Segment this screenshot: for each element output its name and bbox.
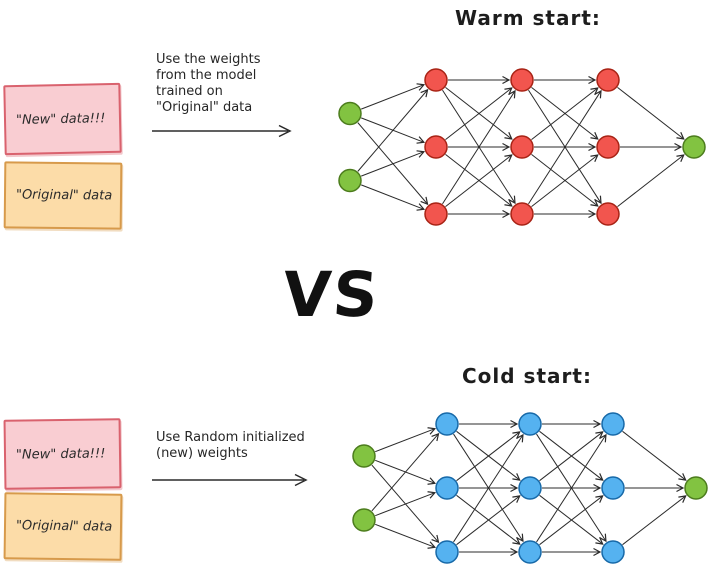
- network-edge: [453, 433, 524, 543]
- network-edge: [617, 154, 685, 208]
- network-node: [435, 476, 459, 500]
- network-edge: [456, 431, 521, 482]
- warm-note-new-data: "New" data!!!: [3, 82, 122, 156]
- network-edge: [361, 184, 426, 211]
- network-edge: [531, 154, 599, 208]
- vs-label: VS: [280, 258, 383, 331]
- network-node: [424, 135, 448, 159]
- network-edge: [445, 154, 513, 208]
- network-node: [352, 444, 376, 468]
- network-node: [435, 540, 459, 564]
- cold-start-title: Cold start:: [462, 364, 592, 388]
- network-node: [424, 68, 448, 92]
- network-node: [596, 68, 620, 92]
- network-node: [601, 412, 625, 436]
- cold-note-original-label: "Original" data: [15, 518, 113, 535]
- network-node: [518, 412, 542, 436]
- network-node: [601, 476, 625, 500]
- network-node: [596, 135, 620, 159]
- network-edge: [617, 86, 685, 140]
- cold-network-diagram: [352, 412, 708, 564]
- network-node: [424, 202, 448, 226]
- network-edge: [536, 433, 607, 543]
- network-node: [510, 68, 534, 92]
- network-node: [510, 135, 534, 159]
- network-edge: [539, 431, 604, 482]
- warm-note-original-label: "Original" data: [15, 187, 113, 204]
- warm-note-original-data: "Original" data: [3, 161, 123, 230]
- warm-arrow-label: Use the weights from the model trained o…: [156, 52, 261, 115]
- network-edge: [371, 432, 440, 512]
- network-node: [338, 168, 362, 193]
- network-edge: [622, 430, 687, 481]
- warm-flow-arrow-icon: [152, 124, 292, 138]
- network-node: [518, 476, 542, 500]
- network-edge: [456, 495, 521, 546]
- network-edge: [622, 495, 687, 546]
- network-node: [682, 135, 706, 159]
- network-node: [684, 476, 708, 500]
- network-edge: [375, 427, 437, 453]
- warm-start-title: Warm start:: [455, 6, 601, 30]
- network-edge: [531, 87, 599, 141]
- network-edge: [357, 88, 429, 172]
- warm-note-new-label: "New" data!!!: [15, 110, 106, 128]
- cold-note-original-data: "Original" data: [3, 492, 123, 561]
- network-edge: [361, 150, 426, 177]
- network-edge: [375, 491, 437, 517]
- network-edge: [539, 495, 604, 546]
- network-node: [338, 101, 362, 126]
- network-node: [518, 540, 542, 564]
- network-edge: [361, 83, 426, 110]
- network-node: [510, 202, 534, 226]
- network-edge: [528, 89, 602, 205]
- network-node: [596, 202, 620, 226]
- network-node: [601, 540, 625, 564]
- network-node: [435, 412, 459, 436]
- network-edge: [442, 89, 516, 205]
- cold-flow-arrow-icon: [152, 473, 308, 487]
- cold-arrow-label: Use Random initialized (new) weights: [156, 430, 305, 461]
- network-node: [352, 508, 376, 532]
- network-edge: [445, 87, 513, 141]
- network-edge: [375, 523, 437, 549]
- cold-note-new-data: "New" data!!!: [3, 418, 122, 490]
- cold-note-new-label: "New" data!!!: [15, 445, 106, 463]
- warm-network-diagram: [338, 68, 706, 226]
